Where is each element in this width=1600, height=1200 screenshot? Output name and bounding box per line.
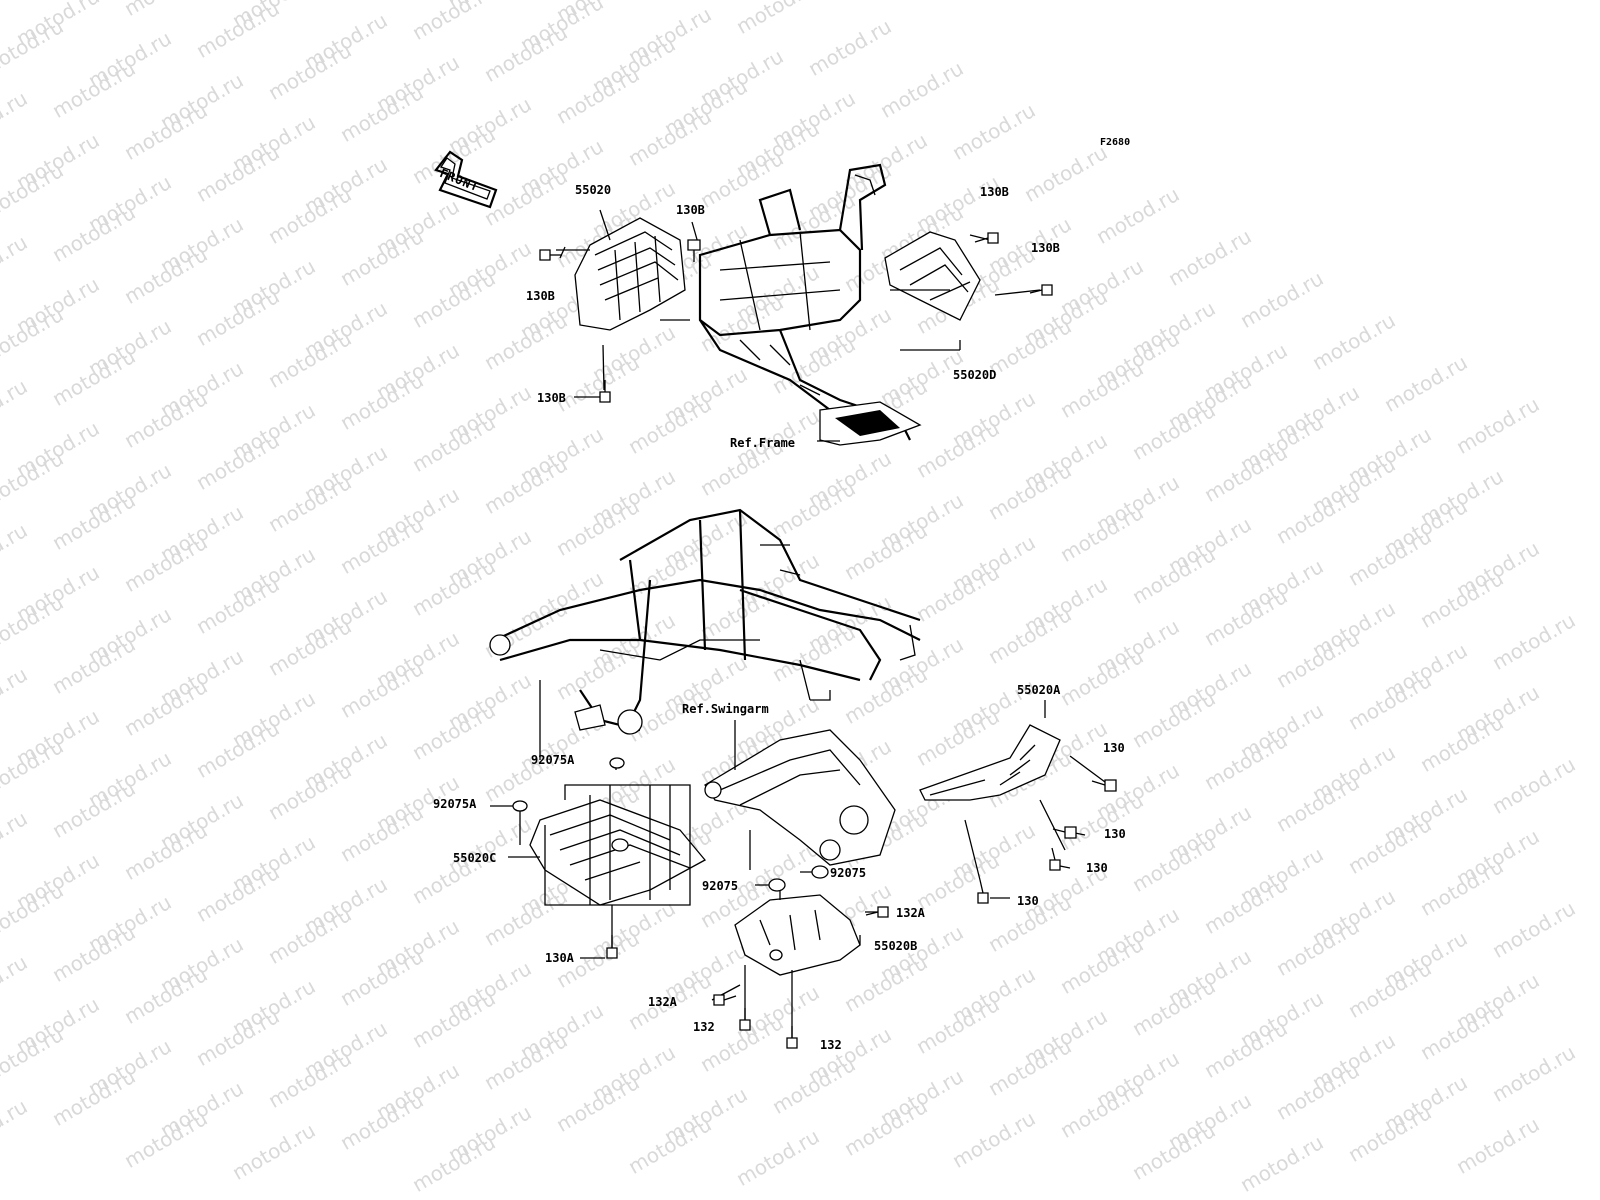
bolt-icon	[539, 249, 562, 261]
label-55020b: 55020B	[874, 939, 918, 953]
label-132: 132	[693, 1020, 715, 1034]
label-130b: 130B	[1031, 241, 1060, 255]
label-55020: 55020	[575, 183, 612, 197]
bolt-icon	[687, 239, 701, 262]
ref-frame-label: Ref.Frame	[730, 436, 796, 450]
ref-swingarm-label: Ref.Swingarm	[682, 702, 769, 716]
diagram-id: F2680	[1100, 137, 1131, 148]
guard-55020d-drawing	[884, 231, 981, 321]
label-130: 130	[1104, 827, 1126, 841]
bolt-icon	[865, 906, 889, 918]
bolt-icon	[739, 1008, 751, 1031]
label-92075: 92075	[830, 866, 867, 880]
label-130a: 130A	[545, 951, 574, 965]
label-132a: 132A	[896, 906, 925, 920]
label-130b: 130B	[676, 203, 705, 217]
bolt-icon	[786, 1026, 798, 1049]
label-55020d: 55020D	[953, 368, 997, 382]
washer-icon	[811, 865, 829, 879]
bolt-icon	[974, 232, 999, 244]
label-132a: 132A	[648, 995, 677, 1009]
fasteners	[512, 232, 1117, 1049]
label-92075a: 92075A	[531, 753, 575, 767]
label-130b: 130B	[980, 185, 1009, 199]
washer-icon	[512, 800, 528, 812]
label-92075a: 92075A	[433, 797, 477, 811]
bolt-icon	[977, 879, 989, 904]
swingarm-drawing	[704, 729, 896, 866]
guard-55020a-drawing	[919, 724, 1061, 801]
upper-frame-drawing	[660, 163, 922, 446]
lower-frame-drawing	[489, 508, 921, 735]
skid-plate-55020c-drawing	[529, 784, 707, 906]
label-130b: 130B	[537, 391, 566, 405]
guard-55020-drawing	[574, 217, 686, 331]
label-130: 130	[1017, 894, 1039, 908]
label-130: 130	[1086, 861, 1108, 875]
skid-plate-55020b-drawing	[734, 894, 861, 976]
label-55020c: 55020C	[453, 851, 497, 865]
bolt-icon	[1049, 847, 1061, 871]
bolt-icon	[1029, 284, 1053, 296]
bolt-icon	[1052, 826, 1077, 839]
front-arrow-icon	[434, 150, 498, 209]
label-130: 130	[1103, 741, 1125, 755]
bolt-icon	[1091, 779, 1117, 792]
washer-icon	[768, 878, 786, 892]
label-132: 132	[820, 1038, 842, 1052]
bolt-icon	[606, 935, 618, 959]
label-130b: 130B	[526, 289, 555, 303]
label-92075: 92075	[702, 879, 739, 893]
bolt-icon	[599, 380, 611, 403]
washer-icon	[609, 757, 625, 769]
bolt-icon	[713, 994, 737, 1006]
label-55020a: 55020A	[1017, 683, 1061, 697]
